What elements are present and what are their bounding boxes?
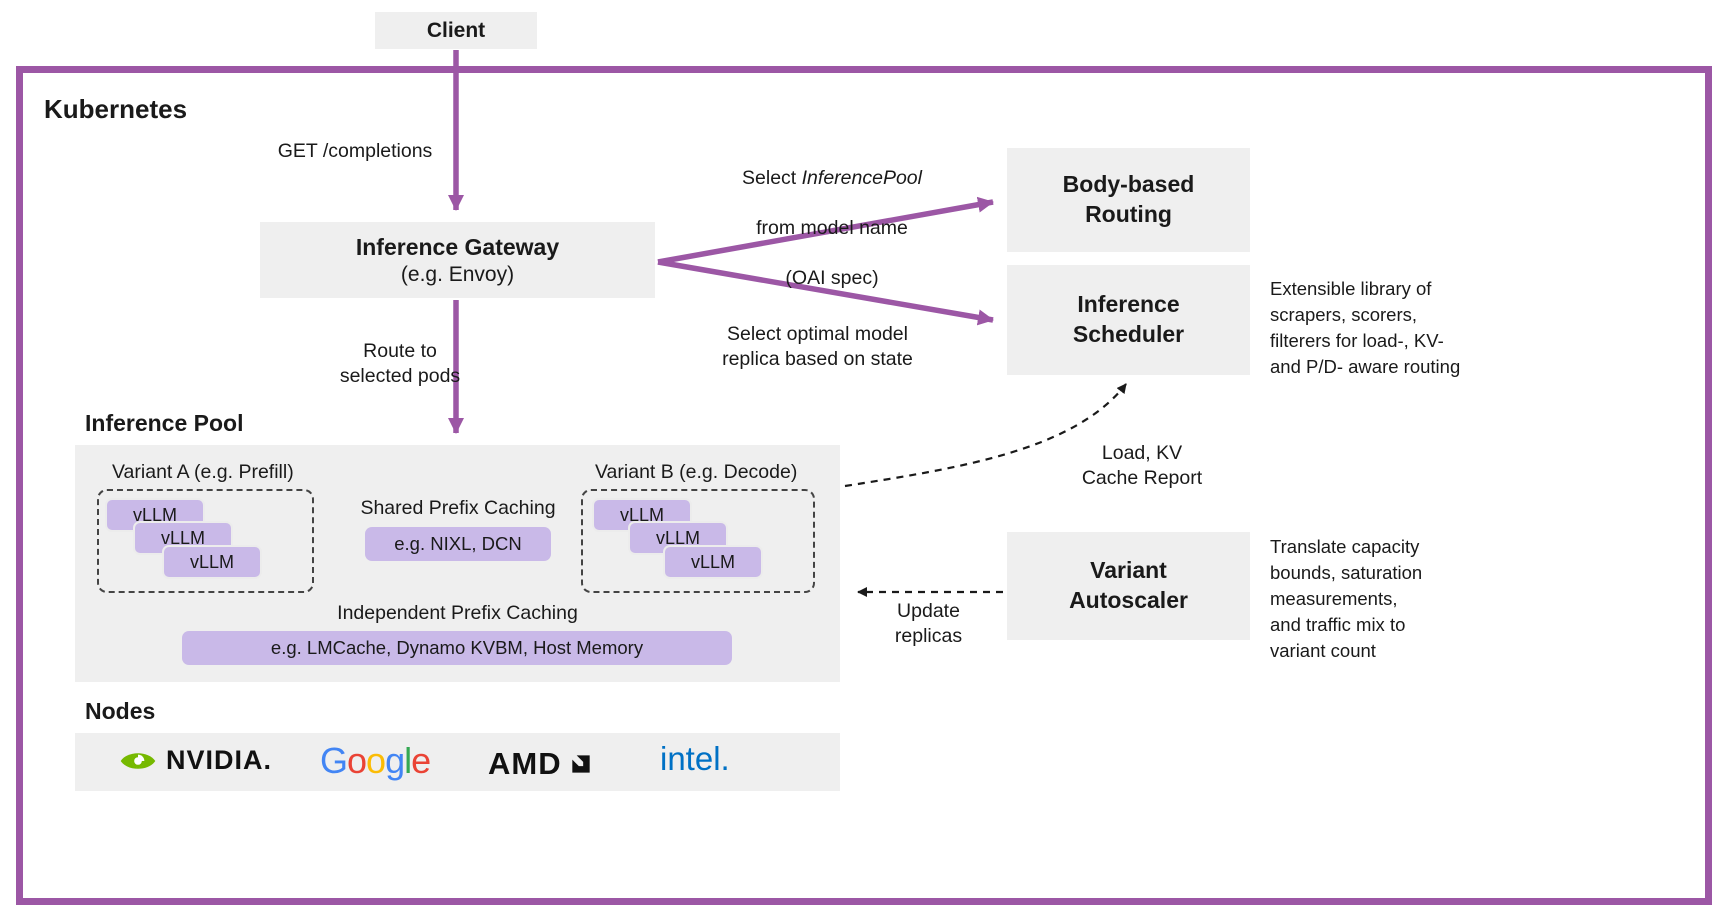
inference-scheduler-box: Inference Scheduler	[1007, 265, 1250, 375]
select-pool-italic: InferencePool	[801, 166, 922, 189]
variant-a-group	[97, 489, 314, 593]
vllm-pod-label: vLLM	[160, 527, 205, 548]
inference-scheduler-note: Extensible library of scrapers, scorers,…	[1270, 278, 1461, 377]
shared-prefix-caching-text: e.g. NIXL, DCN	[394, 533, 522, 554]
independent-prefix-caching-box: e.g. LMCache, Dynamo KVBM, Host Memory	[182, 631, 732, 665]
shared-prefix-caching-label: Shared Prefix Caching	[360, 497, 556, 519]
variant-a-label: Variant A (e.g. Prefill)	[112, 461, 294, 483]
vllm-pod-label: vLLM	[690, 551, 735, 572]
inference-pool-label: Inference Pool	[85, 410, 244, 436]
get-completions-label: GET /completions	[277, 140, 433, 162]
update-replicas-label: Update replicas	[894, 600, 963, 647]
variant-b-group	[581, 489, 815, 593]
vllm-pod: vLLM	[663, 545, 763, 579]
inference-gateway-title: Inference Gateway	[355, 234, 560, 261]
intel-logo: intel.	[660, 740, 730, 778]
kubernetes-boundary	[16, 66, 1712, 905]
google-letter: e	[411, 740, 431, 781]
nodes-label: Nodes	[85, 698, 156, 724]
inference-gateway-box: Inference Gateway (e.g. Envoy)	[260, 222, 655, 298]
nvidia-eye-icon	[120, 752, 156, 769]
amd-arrow-icon	[571, 755, 590, 773]
client-label: Client	[426, 18, 486, 42]
inference-gateway-subtitle: (e.g. Envoy)	[400, 262, 515, 286]
vllm-pod: vLLM	[162, 545, 262, 579]
amd-logo: AMD	[488, 746, 594, 782]
vllm-pod-label: vLLM	[189, 551, 234, 572]
body-based-routing-title: Body-based Routing	[1062, 171, 1195, 227]
google-letter: o	[347, 740, 367, 781]
select-optimal-label: Select optimal model replica based on st…	[722, 323, 913, 370]
client-box: Client	[375, 12, 537, 49]
inference-scheduler-title: Inference Scheduler	[1072, 291, 1185, 347]
shared-prefix-caching-box: e.g. NIXL, DCN	[365, 527, 551, 561]
vllm-pod-label: vLLM	[132, 504, 177, 525]
independent-prefix-caching-text: e.g. LMCache, Dynamo KVBM, Host Memory	[270, 637, 644, 658]
google-letter: g	[385, 740, 405, 781]
variant-autoscaler-box: Variant Autoscaler	[1007, 532, 1250, 640]
select-pool-line2: from model name	[756, 216, 908, 239]
nvidia-logo: NVIDIA.	[118, 745, 272, 776]
google-letter: G	[320, 740, 348, 781]
vllm-pod-label: vLLM	[655, 527, 700, 548]
variant-autoscaler-note: Translate capacity bounds, saturation me…	[1270, 536, 1423, 661]
intel-wordmark: intel.	[660, 740, 730, 777]
variant-b-label: Variant B (e.g. Decode)	[595, 461, 798, 483]
google-letter: l	[404, 740, 412, 781]
nodes-box	[75, 733, 840, 791]
google-letter: o	[366, 740, 386, 781]
variant-autoscaler-title: Variant Autoscaler	[1069, 557, 1188, 613]
route-to-pods-label: Route to selected pods	[339, 340, 461, 387]
amd-wordmark: AMD	[488, 746, 562, 781]
nvidia-wordmark: NVIDIA.	[166, 745, 273, 775]
select-pool-pre: Select	[742, 166, 802, 189]
independent-prefix-caching-label: Independent Prefix Caching	[337, 602, 578, 624]
kubernetes-label: Kubernetes	[44, 94, 188, 124]
body-based-routing-box: Body-based Routing	[1007, 148, 1250, 252]
vllm-pod-label: vLLM	[619, 504, 664, 525]
load-kv-cache-label: Load, KV Cache Report	[1081, 442, 1203, 489]
select-pool-line3: (OAI spec)	[785, 266, 879, 289]
select-inferencepool-label: Select InferencePool from model name (OA…	[712, 141, 952, 291]
